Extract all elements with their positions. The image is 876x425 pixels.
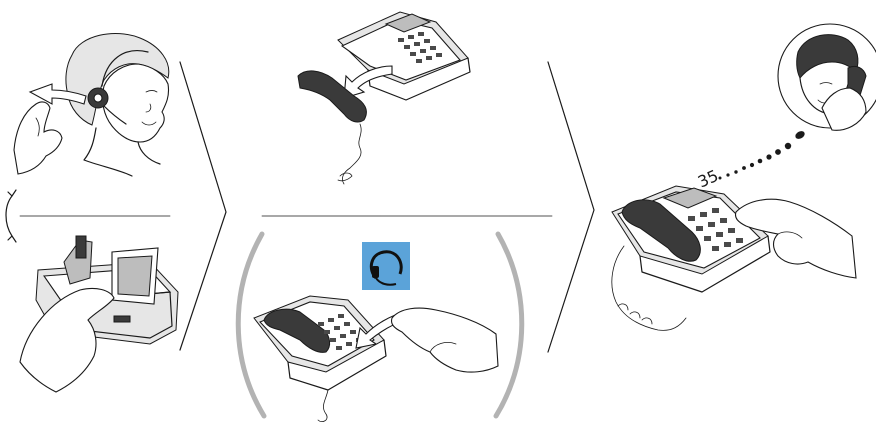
headset-base-station xyxy=(19,235,179,393)
phone-keypad-1 xyxy=(398,32,442,63)
distance-label: 35 xyxy=(695,166,721,192)
caller-portrait xyxy=(777,23,876,131)
right-bracket xyxy=(493,231,525,419)
desk-phone-handset-lifted xyxy=(297,11,471,185)
desk-phone-headset-key-press xyxy=(253,295,499,422)
rotate-arrow-icon xyxy=(5,189,171,243)
phone-keypad-3 xyxy=(688,208,743,251)
desk-phone-dialing xyxy=(611,185,857,331)
dialing-dots: 35 xyxy=(695,131,805,192)
left-bracket xyxy=(235,231,267,419)
step-chevron-2 xyxy=(547,61,595,353)
headset-key-badge xyxy=(362,242,410,290)
woman-wearing-headset xyxy=(13,32,170,177)
headset-icon xyxy=(369,250,403,286)
step-chevron-1 xyxy=(179,61,227,351)
